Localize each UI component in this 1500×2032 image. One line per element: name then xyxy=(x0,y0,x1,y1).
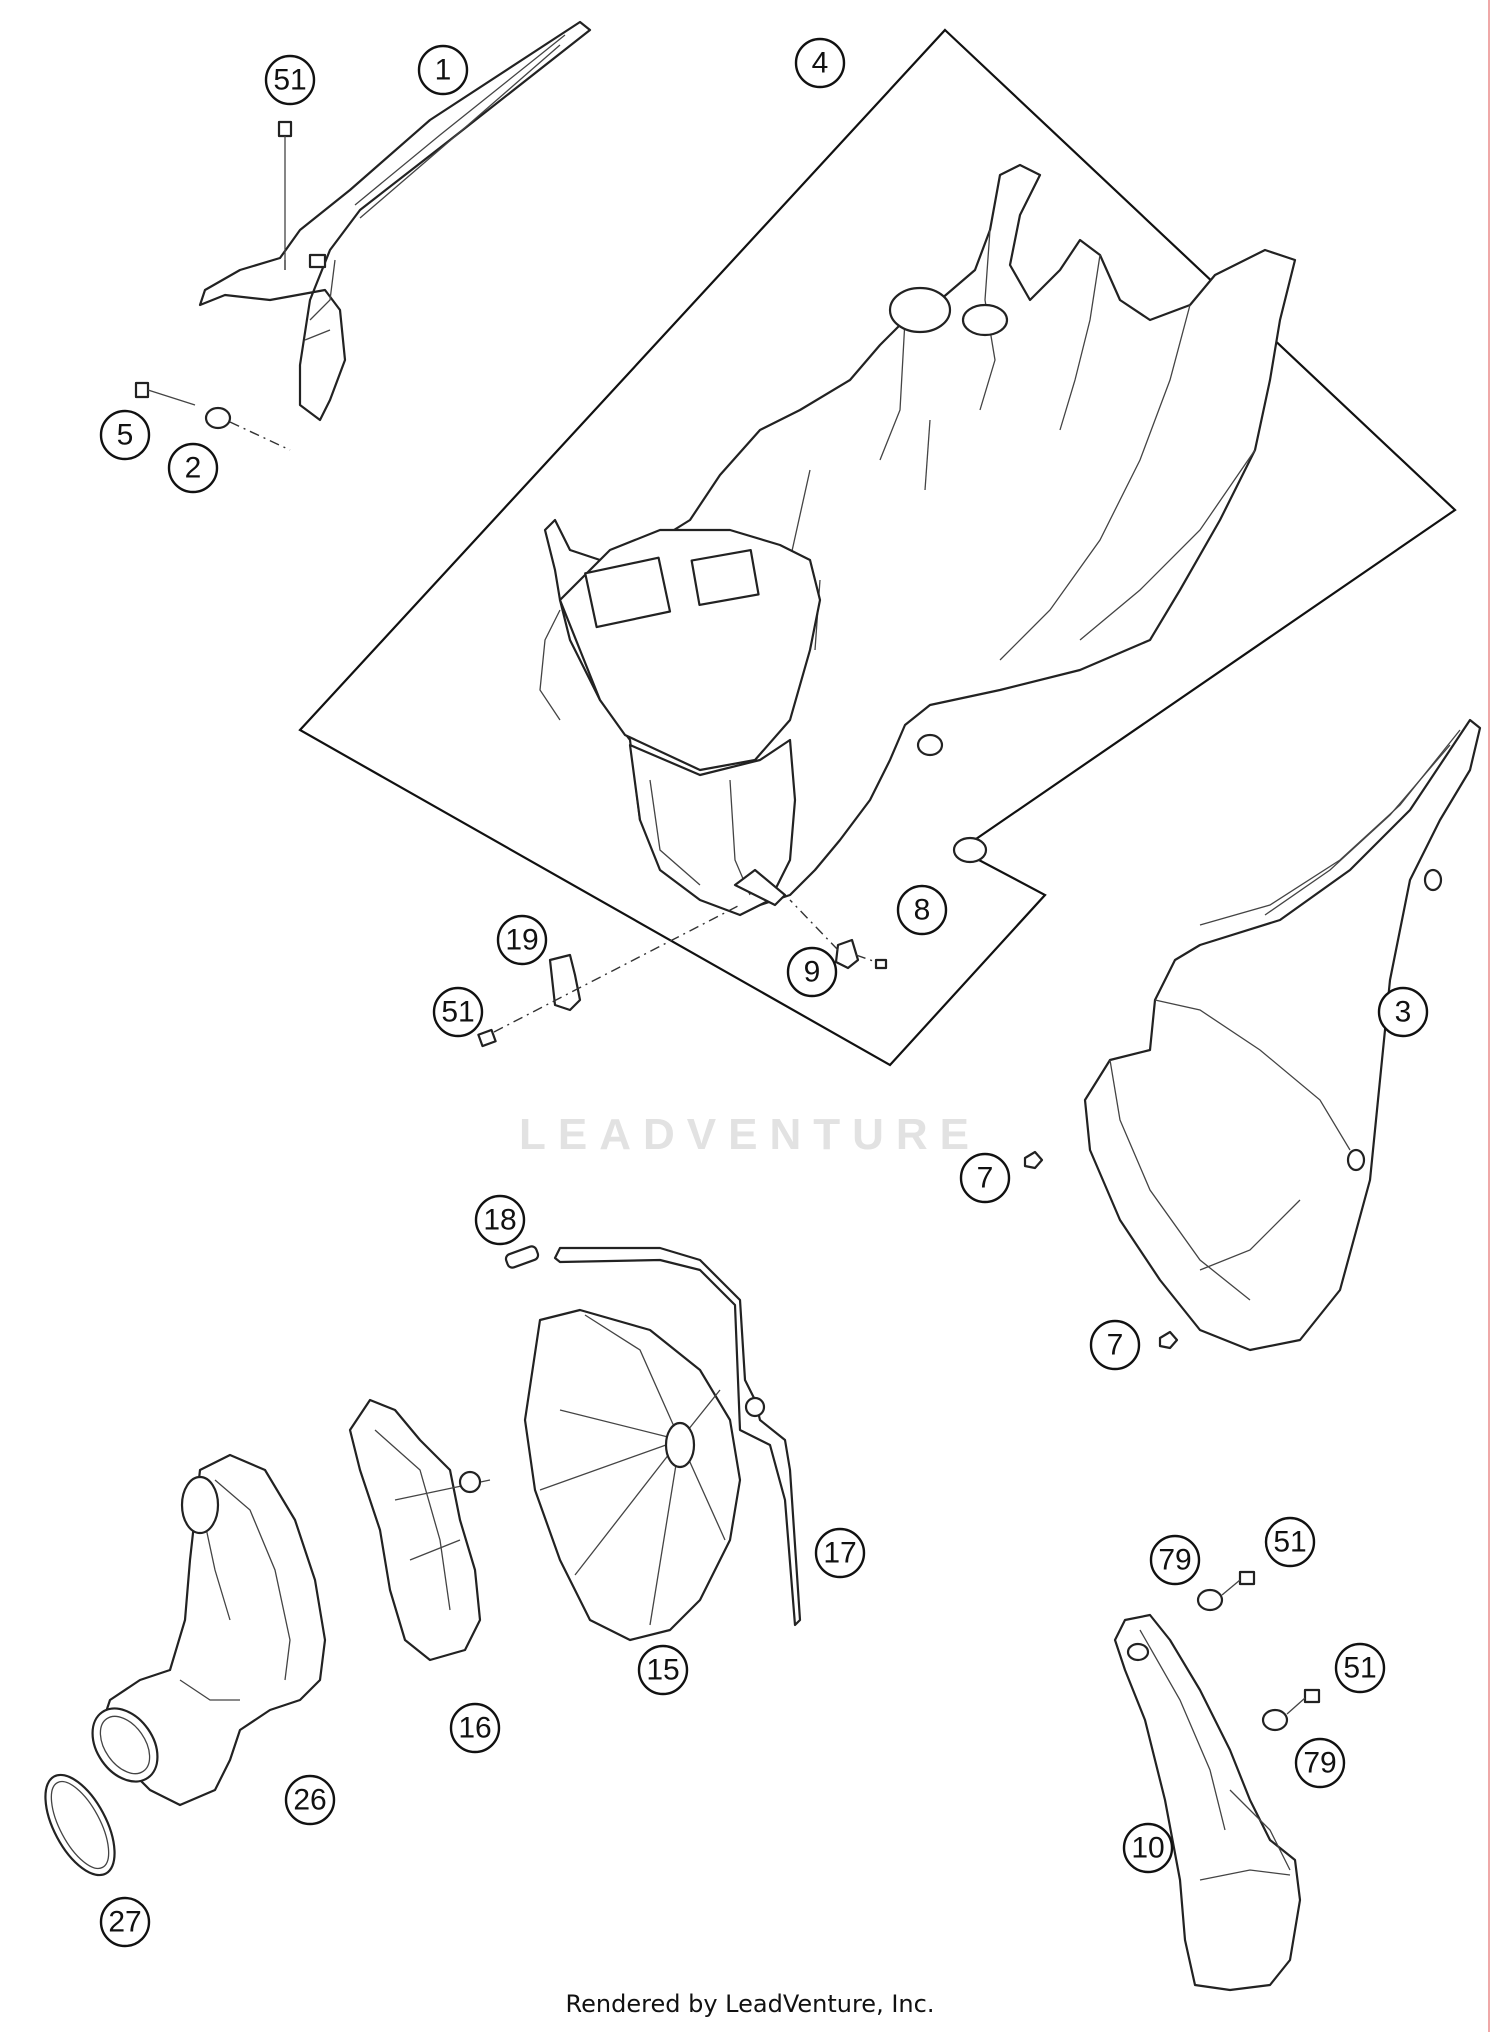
callout-label: 8 xyxy=(914,894,931,927)
assembly-frame-4 xyxy=(298,28,1457,1067)
bolt-5-and-washer-2 xyxy=(134,381,291,451)
part-17-filter-holder xyxy=(553,1246,802,1627)
callout-label: 19 xyxy=(505,924,538,957)
callout-51: 51 xyxy=(1334,1642,1386,1694)
callout-79: 79 xyxy=(1149,1534,1201,1586)
callout-label: 26 xyxy=(293,1784,326,1817)
washer-79-bolt-51-lower xyxy=(1261,1688,1321,1732)
callout-label: 51 xyxy=(1273,1526,1306,1559)
callout-17: 17 xyxy=(814,1527,866,1579)
part-15-air-filter xyxy=(523,1308,742,1642)
callout-9: 9 xyxy=(786,946,838,998)
callout-5: 5 xyxy=(99,409,151,461)
callout-51: 51 xyxy=(432,986,484,1038)
callout-label: 18 xyxy=(483,1204,516,1237)
callout-19: 19 xyxy=(496,914,548,966)
callout-label: 79 xyxy=(1158,1544,1191,1577)
callout-label: 27 xyxy=(108,1906,141,1939)
callout-8: 8 xyxy=(896,884,948,936)
nut-7-lower xyxy=(1158,1330,1179,1350)
watermark-text: LEADVENTURE xyxy=(518,1110,982,1159)
callout-label: 10 xyxy=(1131,1832,1164,1865)
callout-16: 16 xyxy=(449,1702,501,1754)
part-16-filter-cage xyxy=(348,1398,491,1662)
part-26-intake-boot xyxy=(91,1453,327,1807)
washer-79-bolt-51-upper xyxy=(1196,1570,1256,1612)
callout-label: 16 xyxy=(458,1712,491,1745)
callout-label: 51 xyxy=(441,996,474,1029)
callout-label: 79 xyxy=(1303,1747,1336,1780)
callout-27: 27 xyxy=(99,1896,151,1948)
callout-18: 18 xyxy=(474,1194,526,1246)
callout-2: 2 xyxy=(167,442,219,494)
callout-26: 26 xyxy=(284,1774,336,1826)
callout-label: 4 xyxy=(812,47,829,80)
callout-label: 1 xyxy=(435,54,452,87)
callout-label: 7 xyxy=(977,1162,994,1195)
part-10-lower-guard xyxy=(1113,1613,1302,1992)
callout-4: 4 xyxy=(794,37,846,89)
callout-label: 17 xyxy=(823,1537,856,1570)
callout-79: 79 xyxy=(1294,1737,1346,1789)
callout-label: 7 xyxy=(1107,1329,1124,1362)
part-4-rear-fender-airbox xyxy=(539,163,1297,917)
callout-51: 51 xyxy=(264,54,316,106)
callout-label: 2 xyxy=(185,452,202,485)
callout-label: 51 xyxy=(273,64,306,97)
part-27-hose-clamp xyxy=(44,1773,116,1877)
callout-label: 5 xyxy=(117,419,134,452)
bolt-51-top-left xyxy=(277,120,293,275)
callout-label: 15 xyxy=(646,1654,679,1687)
callout-label: 3 xyxy=(1395,996,1412,1029)
clip-19-bolt-51-nut-9-screw-8 xyxy=(477,899,888,1048)
pin-18 xyxy=(504,1245,540,1269)
nut-7-upper xyxy=(1023,1150,1044,1170)
callout-1: 1 xyxy=(417,44,469,96)
part-3-right-side-cover xyxy=(1083,718,1482,1352)
callout-10: 10 xyxy=(1122,1822,1174,1874)
callout-51: 51 xyxy=(1264,1516,1316,1568)
callout-7: 7 xyxy=(1089,1319,1141,1371)
callout-15: 15 xyxy=(637,1644,689,1696)
page-edge-line xyxy=(1488,0,1490,2032)
callout-label: 9 xyxy=(804,956,821,989)
callout-3: 3 xyxy=(1377,986,1429,1038)
callout-7: 7 xyxy=(959,1152,1011,1204)
callout-label: 51 xyxy=(1343,1652,1376,1685)
part-1-side-cover xyxy=(198,20,592,422)
render-credit: Rendered by LeadVenture, Inc. xyxy=(565,1990,935,2018)
